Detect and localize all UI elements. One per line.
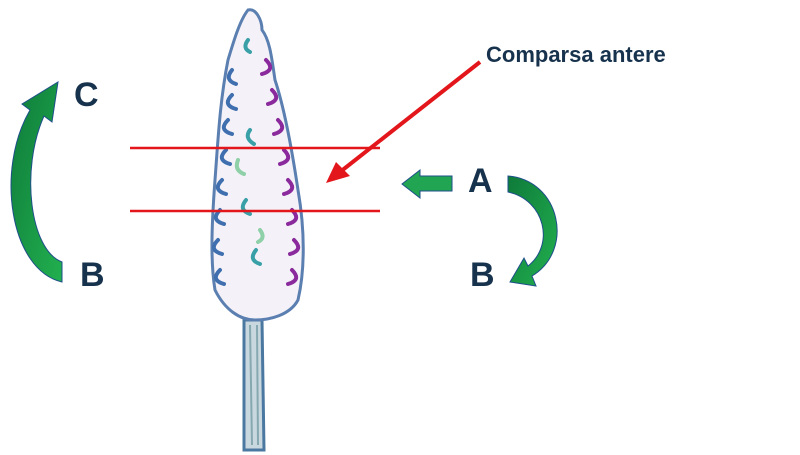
- label-c: C: [74, 76, 99, 114]
- label-b-left: B: [80, 256, 105, 294]
- pointer-arrow-icon: [326, 60, 482, 183]
- left-arrow-icon: [401, 168, 453, 200]
- label-a: A: [468, 162, 493, 200]
- label-b-right: B: [470, 256, 495, 294]
- curved-arrow-a-to-b-icon: [507, 175, 558, 287]
- curved-arrow-b-to-c-icon: [10, 81, 63, 283]
- annotation-label: Comparsa antere: [486, 42, 666, 67]
- wheat-spike-icon: [210, 8, 305, 452]
